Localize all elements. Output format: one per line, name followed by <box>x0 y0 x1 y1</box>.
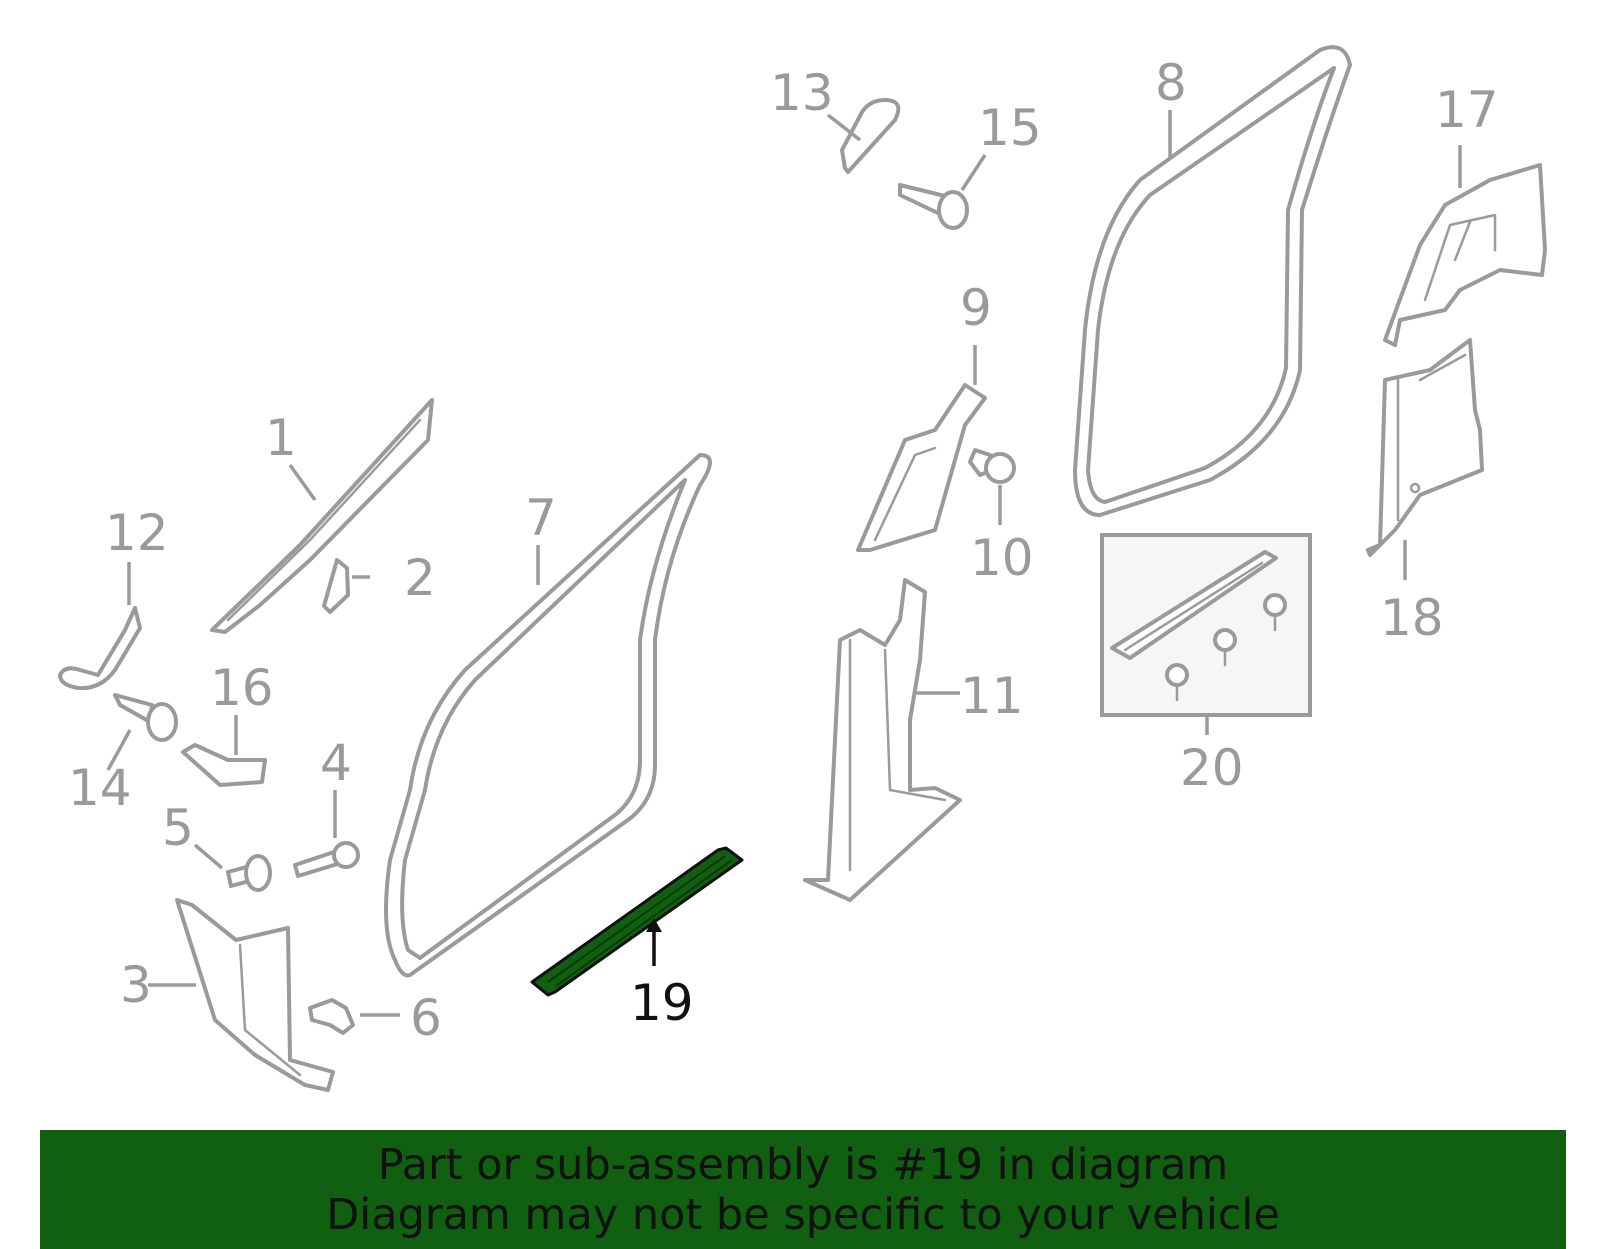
callout-12[interactable]: 12 <box>105 504 169 562</box>
part-1-a-pillar-trim[interactable] <box>210 398 434 634</box>
part-2-clip[interactable] <box>322 558 350 614</box>
part-8-rear-door-weatherstrip[interactable] <box>1073 45 1352 517</box>
callout-17[interactable]: 17 <box>1435 81 1499 139</box>
part-13-coat-hook[interactable] <box>840 98 901 174</box>
callout-9[interactable]: 9 <box>960 279 992 337</box>
part-16-bracket[interactable] <box>181 743 267 787</box>
part-19-scuff-plate[interactable] <box>530 846 744 997</box>
part-10-push-pin[interactable] <box>968 448 1016 484</box>
callout-19[interactable]: 19 <box>630 974 694 1032</box>
callout-18[interactable]: 18 <box>1380 589 1444 647</box>
part-14-screw[interactable] <box>113 693 178 742</box>
leader-19-arrowhead <box>646 918 662 932</box>
callout-20[interactable]: 20 <box>1180 739 1244 797</box>
callout-1[interactable]: 1 <box>265 409 297 467</box>
callout-2[interactable]: 2 <box>404 549 436 607</box>
callout-5[interactable]: 5 <box>162 799 194 857</box>
callout-10[interactable]: 10 <box>970 529 1034 587</box>
part-12-grab-handle[interactable] <box>58 606 142 691</box>
part-20-scuff-plate-kit[interactable] <box>1100 533 1312 717</box>
leader-15 <box>960 154 987 191</box>
part-6-clip[interactable] <box>308 998 355 1035</box>
leader-13 <box>826 113 862 142</box>
footer-banner: Part or sub-assembly is #19 in diagram D… <box>40 1130 1566 1249</box>
kit-bolt-2 <box>1213 628 1237 667</box>
callout-4[interactable]: 4 <box>320 734 352 792</box>
callout-8[interactable]: 8 <box>1155 54 1187 112</box>
footer-disclaimer: Diagram may not be specific to your vehi… <box>326 1190 1280 1240</box>
leader-14 <box>106 729 132 771</box>
leader-5 <box>193 843 224 870</box>
footer-part-note: Part or sub-assembly is #19 in diagram <box>377 1140 1229 1190</box>
callout-11[interactable]: 11 <box>960 667 1024 725</box>
callout-7[interactable]: 7 <box>525 489 557 547</box>
part-18-quarter-lower-trim[interactable] <box>1366 338 1484 557</box>
part-17-quarter-upper-trim[interactable] <box>1383 163 1547 347</box>
part-3-kick-panel[interactable] <box>175 898 335 1092</box>
callout-13[interactable]: 13 <box>770 64 834 122</box>
callout-3[interactable]: 3 <box>120 956 152 1014</box>
callout-6[interactable]: 6 <box>410 989 442 1047</box>
part-15-screw[interactable] <box>898 183 969 230</box>
callout-14[interactable]: 14 <box>68 759 132 817</box>
part-5-grommet[interactable] <box>226 854 272 892</box>
part-9-b-pillar-upper[interactable] <box>856 383 987 552</box>
callout-15[interactable]: 15 <box>978 99 1042 157</box>
part-11-b-pillar-lower[interactable] <box>803 578 962 902</box>
leader-1 <box>288 463 317 502</box>
kit-bolt-3 <box>1165 663 1189 702</box>
part-7-front-door-weatherstrip[interactable] <box>384 453 712 978</box>
kit-bolt-1 <box>1263 593 1287 632</box>
callout-16[interactable]: 16 <box>210 659 274 717</box>
part-4-bolt[interactable] <box>293 841 360 878</box>
